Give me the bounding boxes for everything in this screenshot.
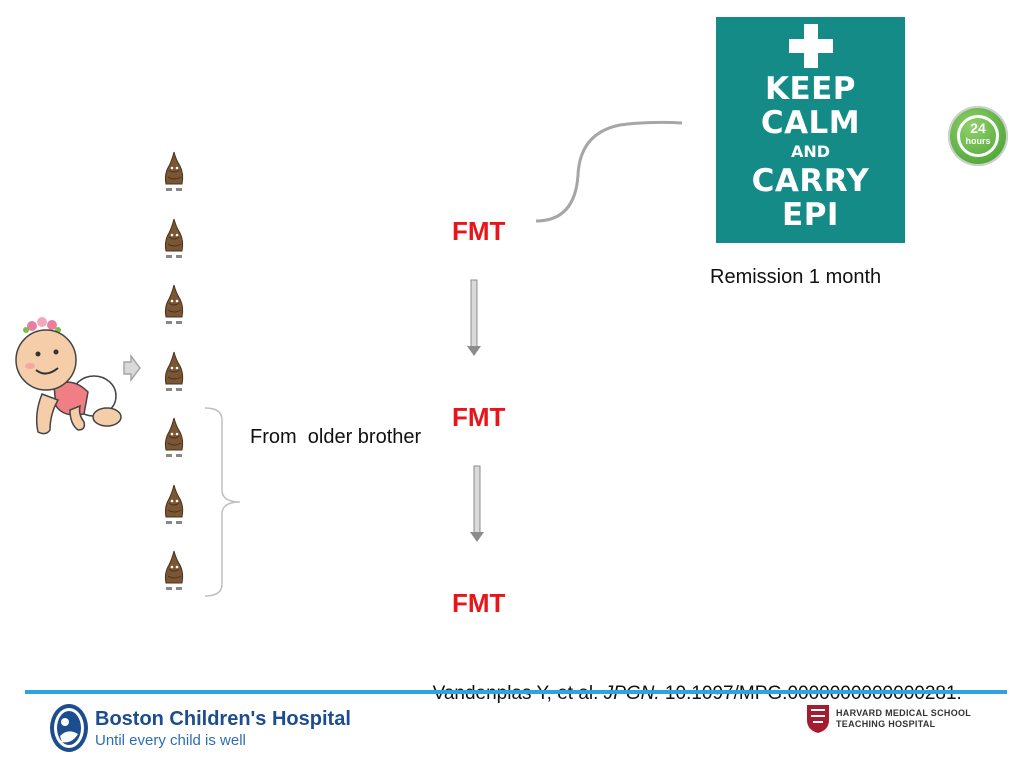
- stool-icon: [164, 284, 184, 324]
- boston-childrens-logo-icon: [50, 704, 88, 752]
- crawling-baby-illustration: [15, 317, 122, 435]
- arrow-right-icon: [123, 354, 141, 382]
- bracket: [204, 407, 241, 597]
- fmt-label-2: FMT: [452, 402, 506, 432]
- citation: Vandenplas Y, et al. JPGN. 10.1097/MPG.0…: [422, 661, 962, 705]
- medical-cross-icon: [788, 24, 833, 68]
- 24-hours-badge-icon: 24 hours: [948, 106, 1008, 166]
- arrow-down-icon: [467, 279, 481, 356]
- fmt-label-3: FMT: [452, 588, 506, 618]
- poster-line-5: EPI: [782, 197, 839, 233]
- poster-line-3: AND: [790, 142, 831, 161]
- stool-icon: [164, 351, 184, 391]
- stool-icon: [164, 550, 184, 590]
- poster-line-4: CARRY: [751, 163, 870, 199]
- hospital-tagline: Until every child is well: [95, 732, 246, 749]
- stool-icon: [164, 417, 184, 457]
- remission-label: Remission 1 month: [710, 266, 882, 288]
- stool-icon: [164, 484, 184, 524]
- donor-label: From older brother: [250, 426, 422, 448]
- badge-number: 24: [970, 120, 986, 136]
- hms-line-1: HARVARD MEDICAL SCHOOL: [836, 708, 972, 718]
- harvard-shield-icon: [807, 705, 829, 733]
- hms-line-2: TEACHING HOSPITAL: [836, 719, 936, 729]
- hospital-name: Boston Children's Hospital: [95, 708, 351, 730]
- arrow-down-icon: [470, 465, 484, 542]
- poster-line-1: KEEP: [764, 71, 857, 107]
- stool-icon: [164, 151, 184, 191]
- stool-icon: [164, 218, 184, 258]
- fmt-label-1: FMT: [452, 216, 506, 246]
- poster-line-2: CALM: [760, 105, 861, 141]
- badge-unit: hours: [965, 136, 991, 146]
- footer-divider: [25, 690, 1007, 694]
- keep-calm-poster: KEEP CALM AND CARRY EPI: [716, 17, 905, 243]
- connector-curve: [535, 120, 683, 223]
